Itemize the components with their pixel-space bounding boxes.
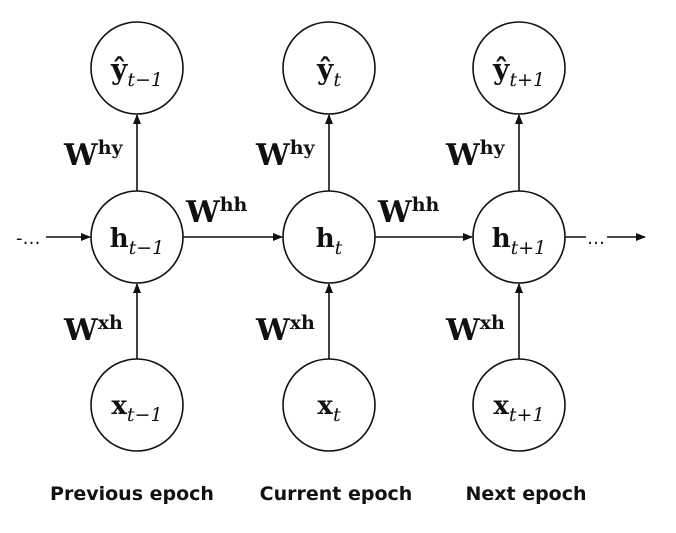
epoch-label-current: Current epoch bbox=[260, 483, 413, 505]
hidden-node-next-label: ht+1 bbox=[492, 224, 547, 259]
output-node-prev bbox=[90, 21, 184, 115]
weight-hh-1: Whh bbox=[185, 194, 248, 230]
output-node-next-label: ŷt+1 bbox=[492, 53, 545, 91]
ellipsis-left: -… bbox=[16, 228, 41, 249]
output-node-current-label: ŷt bbox=[316, 53, 341, 91]
hidden-node-current-label: ht bbox=[316, 224, 343, 259]
output-node-next bbox=[472, 21, 566, 115]
weight-xh-next: Wxh bbox=[445, 312, 505, 348]
weight-hy-prev: Why bbox=[63, 137, 124, 173]
weight-xh-current: Wxh bbox=[255, 312, 315, 348]
ellipsis-right: … bbox=[587, 228, 605, 249]
weight-hy-current: Why bbox=[255, 137, 316, 173]
weight-xh-prev: Wxh bbox=[63, 312, 123, 348]
weight-hy-next: Why bbox=[445, 137, 506, 173]
input-node-next-label: xt+1 bbox=[493, 391, 544, 426]
epoch-label-prev: Previous epoch bbox=[50, 483, 214, 505]
output-node-prev-label: ŷt−1 bbox=[110, 53, 163, 91]
input-node-current-label: xt bbox=[317, 391, 341, 426]
weight-hh-2: Whh bbox=[377, 194, 440, 230]
epoch-label-next: Next epoch bbox=[465, 483, 586, 505]
input-node-prev-label: xt−1 bbox=[111, 391, 162, 426]
hidden-node-prev-label: ht−1 bbox=[110, 224, 165, 259]
